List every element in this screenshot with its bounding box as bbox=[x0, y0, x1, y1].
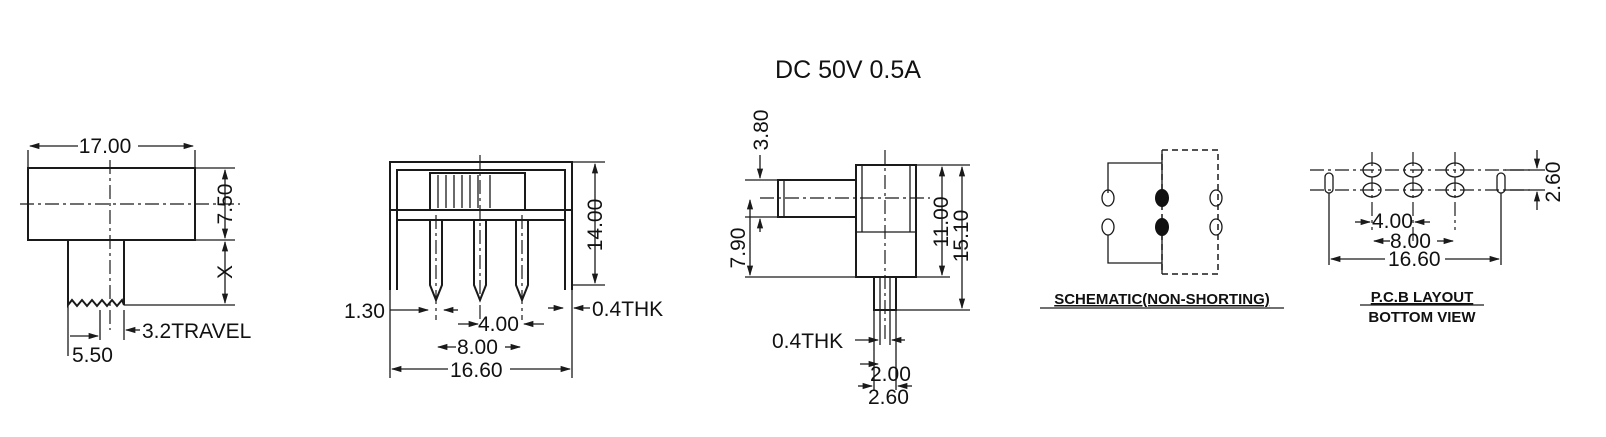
dim-pcb-overall: 16.60 bbox=[1388, 248, 1441, 271]
pcb-layout: 2.60 4.00 8.00 16.60 P.C.B LAYOUT BOTTOM… bbox=[1310, 150, 1565, 326]
contact-left-bottom bbox=[1101, 218, 1115, 236]
dim-pitch: 4.00 bbox=[478, 313, 519, 336]
actuator bbox=[429, 172, 526, 211]
dim-pin-width: 1.30 bbox=[344, 300, 385, 323]
dim-pcb-span: 8.00 bbox=[1390, 230, 1431, 253]
pcb-hole bbox=[1362, 162, 1382, 178]
contact-common-top bbox=[1155, 189, 1169, 207]
dim-overall-height: 15.10 bbox=[950, 210, 973, 263]
end-terminal bbox=[873, 276, 897, 311]
dim-pcb-pitch: 4.00 bbox=[1372, 210, 1413, 233]
pcb-hole bbox=[1362, 182, 1382, 198]
schematic: SCHEMATIC(NON-SHORTING) bbox=[1040, 149, 1284, 309]
dim-width: 17.00 bbox=[79, 135, 132, 158]
schematic-caption: SCHEMATIC(NON-SHORTING) bbox=[1054, 291, 1270, 308]
dim-knob-length: 3.80 bbox=[750, 110, 773, 151]
dim-knob: 5.50 bbox=[72, 344, 113, 367]
front-view: 17.00 7.50 X 3.2TRAVEL 5.50 bbox=[20, 135, 251, 367]
contact-right-bottom bbox=[1209, 218, 1223, 236]
dim-end-pin-width: 2.00 bbox=[870, 363, 911, 386]
contact-right-top bbox=[1209, 189, 1223, 207]
dim-knob-offset: 7.90 bbox=[727, 228, 750, 269]
dim-side-height: 14.00 bbox=[584, 199, 607, 252]
pcb-caption-line1: P.C.B LAYOUT bbox=[1371, 289, 1474, 306]
contact-common-bottom bbox=[1155, 218, 1169, 236]
dim-pcb-hole-gap: 2.60 bbox=[1542, 162, 1565, 203]
end-view: 3.80 7.90 11.00 15.10 0.4THK 2.00 2.60 bbox=[727, 110, 973, 409]
pcb-hole bbox=[1445, 182, 1465, 198]
dim-end-thickness: 0.4THK bbox=[772, 330, 843, 353]
pcb-caption-line2: BOTTOM VIEW bbox=[1368, 309, 1476, 326]
pcb-hole bbox=[1403, 162, 1423, 178]
dim-overall: 16.60 bbox=[450, 359, 503, 382]
slide-knob bbox=[67, 240, 125, 308]
dim-side-thickness: 0.4THK bbox=[592, 298, 663, 321]
frame-outline bbox=[389, 161, 573, 290]
end-body bbox=[855, 164, 917, 278]
pcb-hole bbox=[1403, 182, 1423, 198]
dim-body-height: 11.00 bbox=[930, 197, 953, 248]
dim-x: X bbox=[214, 265, 237, 279]
dim-travel: 3.2TRAVEL bbox=[142, 320, 251, 343]
pcb-hole bbox=[1445, 162, 1465, 178]
slider-outline bbox=[1161, 149, 1219, 275]
side-view: 14.00 1.30 0.4THK 4.00 8.00 16.60 bbox=[344, 155, 663, 382]
dim-height: 7.50 bbox=[214, 184, 237, 225]
rating-label: DC 50V 0.5A bbox=[775, 56, 921, 84]
dim-end-total-width: 2.60 bbox=[868, 386, 909, 409]
contact-left-top bbox=[1101, 189, 1115, 207]
dim-span: 8.00 bbox=[457, 336, 498, 359]
